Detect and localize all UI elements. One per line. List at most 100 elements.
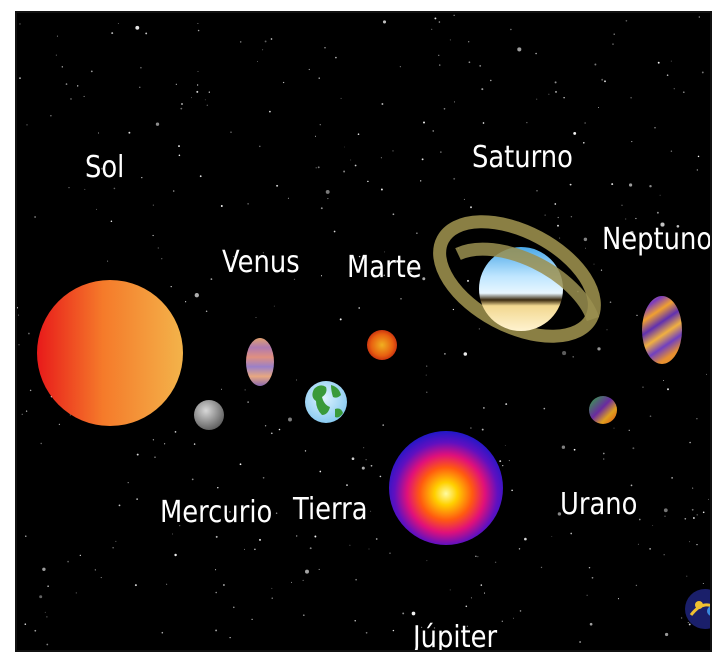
- star: [275, 512, 278, 515]
- star: [197, 71, 199, 72]
- star: [152, 439, 155, 441]
- star: [139, 86, 141, 88]
- star: [536, 98, 538, 100]
- star: [175, 83, 177, 85]
- star: [543, 407, 546, 410]
- star: [135, 25, 140, 30]
- star: [449, 589, 451, 591]
- star: [481, 428, 484, 431]
- star: [392, 150, 394, 152]
- star: [657, 61, 660, 64]
- star: [368, 548, 370, 550]
- star: [318, 568, 320, 570]
- star: [232, 255, 235, 258]
- logo-icon: [685, 589, 710, 629]
- star: [367, 180, 369, 183]
- star: [291, 581, 292, 583]
- star: [354, 164, 357, 167]
- star: [196, 84, 199, 86]
- star: [392, 629, 395, 632]
- star: [635, 584, 638, 587]
- star: [259, 538, 261, 541]
- star: [302, 614, 305, 617]
- star: [90, 70, 93, 73]
- star: [444, 353, 446, 355]
- star: [468, 61, 471, 64]
- star: [220, 205, 223, 207]
- star: [470, 427, 472, 429]
- star: [351, 457, 355, 461]
- star: [483, 407, 485, 409]
- star: [689, 541, 691, 543]
- star: [42, 567, 46, 571]
- venus-planet: [246, 338, 274, 386]
- star: [453, 14, 455, 16]
- star: [617, 598, 620, 600]
- label-jupiter: Júpiter: [413, 620, 498, 652]
- star: [215, 629, 218, 632]
- star: [305, 569, 309, 574]
- star: [453, 177, 456, 180]
- star: [629, 183, 633, 187]
- star: [470, 597, 472, 599]
- star: [638, 518, 641, 521]
- star: [370, 464, 373, 467]
- star: [628, 429, 630, 431]
- star: [601, 78, 604, 81]
- star: [145, 32, 148, 35]
- star: [426, 391, 428, 393]
- star: [239, 41, 242, 43]
- star: [697, 155, 700, 158]
- star: [206, 104, 208, 106]
- star: [244, 389, 246, 391]
- star: [573, 448, 576, 451]
- star: [670, 150, 673, 152]
- star: [589, 622, 593, 626]
- star: [664, 515, 666, 517]
- star: [239, 463, 242, 466]
- star: [400, 298, 402, 300]
- star: [611, 183, 614, 186]
- star: [479, 64, 482, 67]
- star: [276, 184, 279, 187]
- star: [117, 22, 119, 24]
- star: [663, 554, 665, 556]
- star: [682, 91, 685, 94]
- star: [296, 535, 298, 537]
- star: [490, 79, 492, 82]
- star: [339, 318, 342, 321]
- star: [380, 188, 383, 191]
- solar-system-scene: [17, 14, 709, 646]
- star: [34, 629, 37, 632]
- star: [519, 610, 522, 612]
- star: [594, 63, 597, 66]
- star: [517, 47, 522, 52]
- star: [349, 266, 352, 269]
- star: [524, 537, 527, 541]
- star: [480, 584, 483, 586]
- star: [475, 555, 477, 557]
- star: [705, 373, 707, 375]
- star: [136, 453, 139, 456]
- star: [55, 54, 57, 56]
- star: [613, 33, 615, 35]
- star: [349, 544, 351, 546]
- star: [548, 93, 550, 95]
- star: [296, 379, 298, 381]
- star: [466, 625, 469, 627]
- star: [247, 203, 249, 205]
- star: [363, 447, 365, 449]
- star: [115, 540, 117, 542]
- star: [317, 166, 320, 169]
- star: [477, 556, 479, 558]
- star: [438, 54, 440, 56]
- star: [554, 203, 557, 205]
- star: [465, 605, 468, 608]
- star: [375, 538, 378, 540]
- star: [526, 122, 528, 124]
- star: [94, 569, 96, 571]
- star: [315, 167, 317, 169]
- star: [389, 552, 391, 555]
- star: [46, 643, 49, 646]
- tierra-planet: [305, 381, 347, 423]
